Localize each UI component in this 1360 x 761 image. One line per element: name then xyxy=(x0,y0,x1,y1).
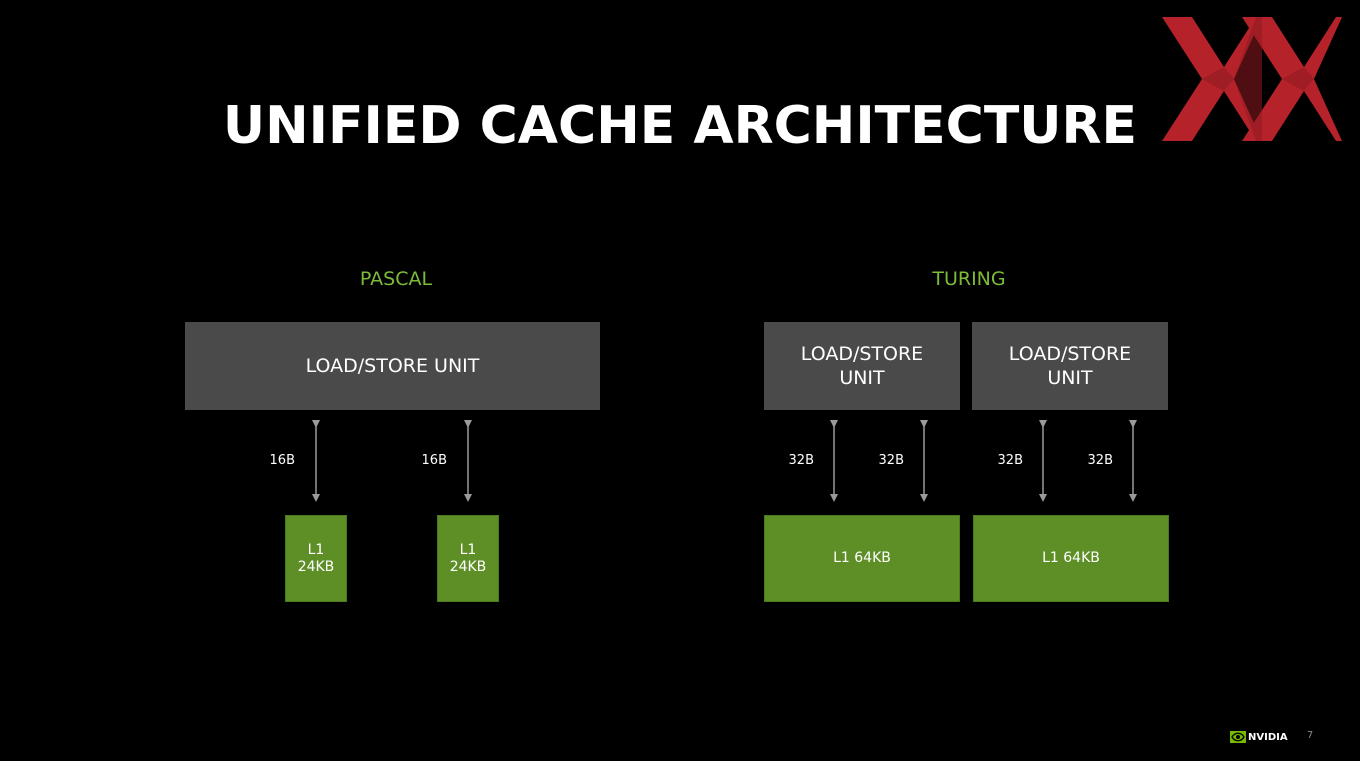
nvidia-logo: NVIDIA xyxy=(1230,729,1288,745)
pascal-l1-cache-1: L1 24KB xyxy=(285,515,347,602)
page-number: 7 xyxy=(1306,730,1314,741)
nvidia-wordmark: NVIDIA xyxy=(1248,731,1288,743)
pascal-load-store-label: LOAD/STORE UNIT xyxy=(305,355,480,377)
pascal-link-1-bandwidth: 16B xyxy=(269,453,295,468)
turing-load-store-unit-1: LOAD/STORE UNIT xyxy=(764,322,960,410)
pascal-label: PASCAL xyxy=(359,268,433,290)
xx-logo-icon xyxy=(1162,17,1342,141)
turing-lsu-1-line1: LOAD/STORE xyxy=(800,343,924,365)
pascal-load-store-unit: LOAD/STORE UNIT xyxy=(185,322,600,410)
pascal-l1-cache-2-line2: 24KB xyxy=(449,558,487,575)
pascal-link-2-bandwidth: 16B xyxy=(421,453,447,468)
turing-lsu-2-line2: UNIT xyxy=(1047,367,1093,389)
pascal-l1-cache-1-line1: L1 xyxy=(307,541,325,558)
nvidia-eye-icon xyxy=(1230,731,1246,743)
turing-load-store-unit-2: LOAD/STORE UNIT xyxy=(972,322,1168,410)
turing-l1-cache-2: L1 64KB xyxy=(973,515,1169,602)
turing-unit-1-link-2-bandwidth: 32B xyxy=(878,453,904,468)
turing-unit-2-link-2-bandwidth: 32B xyxy=(1087,453,1113,468)
pascal-l1-cache-2: L1 24KB xyxy=(437,515,499,602)
turing-label: TURING xyxy=(932,268,1006,290)
turing-unit-1-link-1-bandwidth: 32B xyxy=(788,453,814,468)
pascal-l1-cache-1-line2: 24KB xyxy=(297,558,335,575)
turing-unit-2-link-1-bandwidth: 32B xyxy=(997,453,1023,468)
turing-l1-cache-2-label: L1 64KB xyxy=(1042,550,1100,566)
slide-title: UNIFIED CACHE ARCHITECTURE xyxy=(222,96,1138,156)
turing-l1-cache-1: L1 64KB xyxy=(764,515,960,602)
turing-lsu-2-line1: LOAD/STORE xyxy=(1008,343,1132,365)
pascal-l1-cache-2-line1: L1 xyxy=(459,541,477,558)
turing-l1-cache-1-label: L1 64KB xyxy=(833,550,891,566)
turing-lsu-1-line2: UNIT xyxy=(839,367,885,389)
